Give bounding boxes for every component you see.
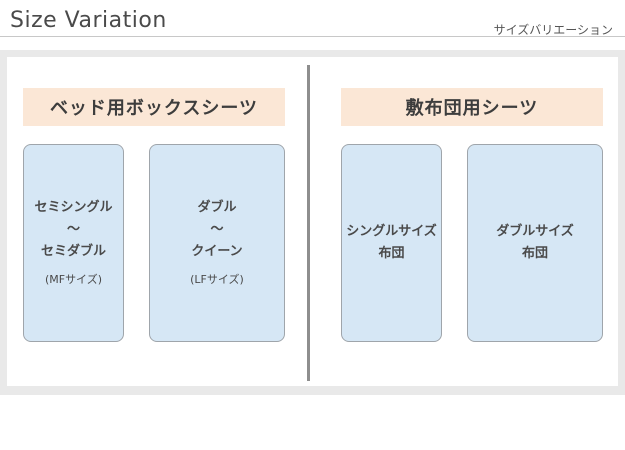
card-line-1: ダブル [197,200,237,215]
size-card-double-futon: ダブルサイズ 布団 [467,144,603,342]
size-card-mf: セミシングル 〜 セミダブル (MFサイズ) [23,144,124,342]
section-divider [307,65,310,381]
header-rule [0,36,625,37]
card-line-1: シングルサイズ [346,224,437,239]
card-size-note: (MFサイズ) [44,273,103,286]
section-heading-label: 敷布団用シーツ [405,98,539,119]
page-header: Size Variation サイズバリエーション [0,0,625,40]
card-line-2: 布団 [521,246,548,261]
section-heading-label: ベッド用ボックスシーツ [49,98,259,119]
card-wave: 〜 [66,222,80,237]
card-line-2: クイーン [191,244,243,259]
size-card-lf: ダブル 〜 クイーン (LFサイズ) [149,144,285,342]
card-size-note: (LFサイズ) [190,273,244,286]
section-heading-bed-box-sheets: ベッド用ボックスシーツ [23,88,285,126]
page-title: Size Variation [10,8,167,33]
page-subtitle: サイズバリエーション [493,23,613,37]
section-heading-futon-sheets: 敷布団用シーツ [341,88,603,126]
card-line-1: セミシングル [34,200,113,215]
card-line-1: ダブルサイズ [496,224,574,239]
card-line-2: 布団 [378,246,405,261]
card-wave: 〜 [210,222,224,237]
card-line-2: セミダブル [40,244,106,259]
size-card-single-futon: シングルサイズ 布団 [341,144,442,342]
